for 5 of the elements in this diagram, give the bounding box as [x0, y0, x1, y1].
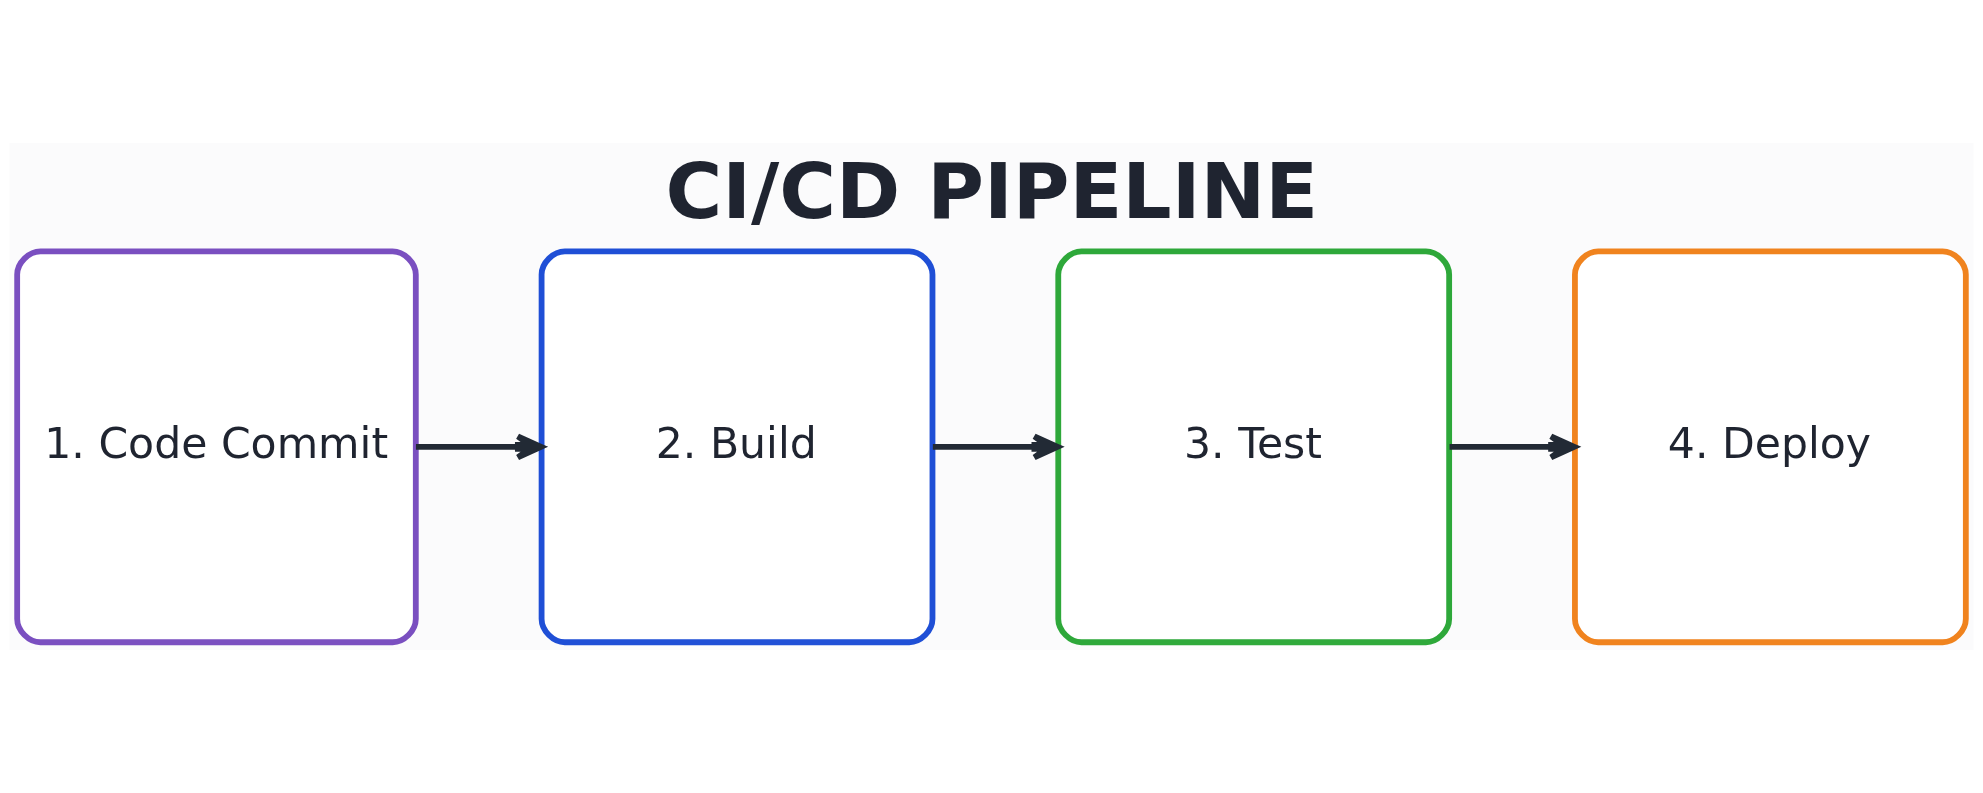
node-box: 4. Deploy — [1572, 248, 1969, 646]
node-box: 3. Test — [1055, 248, 1453, 646]
diagram-title: CI/CD PIPELINE — [665, 146, 1319, 237]
node-box: 1. Code Commit — [14, 248, 419, 646]
node-box: 2. Build — [538, 248, 936, 646]
